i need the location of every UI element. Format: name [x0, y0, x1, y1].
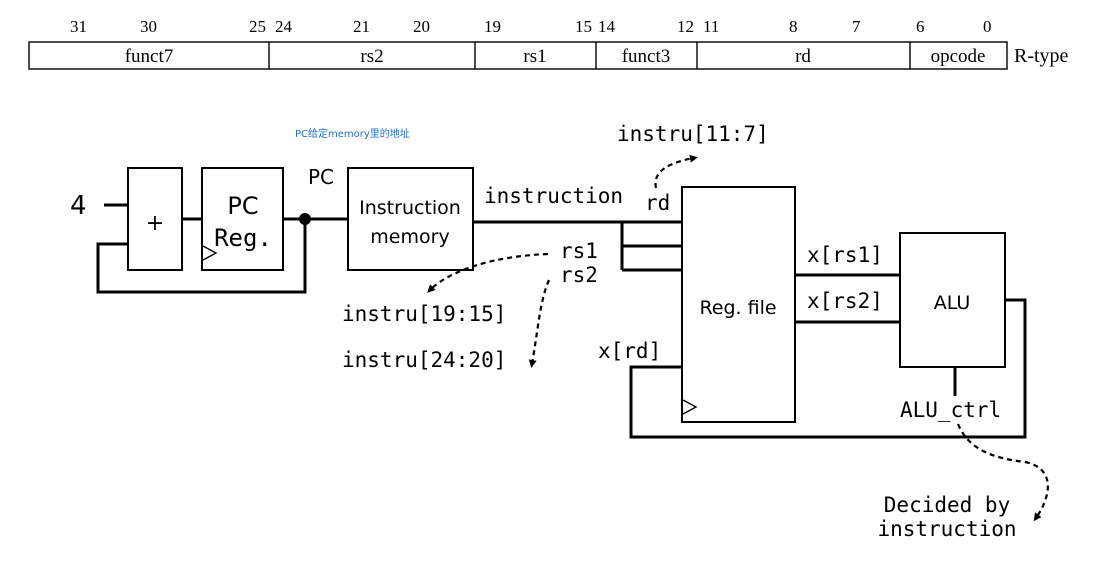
- bit-label: 8: [789, 17, 798, 36]
- rs2-field-label: instru[24:20]: [342, 348, 506, 372]
- alu-label: ALU: [934, 292, 971, 314]
- bit-label: 12: [677, 17, 694, 36]
- alu-ctrl-annotation-arrow: [956, 423, 1049, 522]
- adder-symbol: +: [146, 211, 164, 236]
- xrs1-label: x[rs1]: [807, 243, 883, 267]
- rs1-port-label: rs1: [560, 239, 598, 263]
- pc-register: PC Reg.: [201, 167, 284, 271]
- rs2-port-label: rs2: [560, 263, 598, 287]
- xrd-label: x[rd]: [598, 339, 661, 363]
- rd-port-label: rd: [645, 191, 670, 215]
- field-rs1: rs1: [523, 46, 546, 67]
- pc-reg-label-line1: PC: [227, 192, 258, 220]
- bit-label: 19: [484, 17, 501, 36]
- field-rd: rd: [795, 46, 811, 67]
- bit-label: 25: [249, 17, 266, 36]
- pc-junction-dot: [299, 213, 311, 225]
- pc-reg-label-line2: Reg.: [214, 224, 272, 252]
- wires: [96, 203, 1027, 439]
- bit-label: 15: [575, 17, 592, 36]
- constant-four: 4: [70, 191, 87, 221]
- bit-label: 24: [275, 17, 293, 36]
- field-funct3: funct3: [622, 46, 671, 67]
- reg-file-label: Reg. file: [699, 297, 776, 319]
- alu-block: ALU: [899, 232, 1006, 368]
- clock-triangle-icon: [202, 245, 218, 261]
- bit-label: 21: [353, 17, 370, 36]
- bit-label: 0: [983, 17, 992, 36]
- register-file: Reg. file: [681, 186, 796, 423]
- bit-label: 30: [140, 17, 157, 36]
- format-row: [28, 41, 1008, 70]
- instr-mem-label-line2: memory: [370, 226, 449, 248]
- field-funct7: funct7: [125, 46, 174, 67]
- bit-label: 14: [598, 17, 616, 36]
- field-rs2: rs2: [360, 46, 383, 67]
- annotation-arrows: [427, 154, 1049, 522]
- rs1-field-label: instru[19:15]: [342, 302, 506, 326]
- decided-by-line2: instruction: [877, 517, 1016, 541]
- decided-by-line1: Decided by: [884, 493, 1010, 517]
- pc-address-note: PC给定memory里的地址: [295, 127, 410, 140]
- rs2-annotation-arrow: [528, 279, 551, 368]
- instruction-label: instruction: [484, 184, 623, 208]
- rd-field-label: instru[11:7]: [617, 122, 769, 146]
- instruction-format-table: 31 30 25 24 21 20 19 15 14 12 11 8 7 6 0…: [28, 17, 1069, 70]
- rs1-annotation-arrow: [427, 252, 549, 293]
- rd-annotation-arrow: [654, 154, 698, 189]
- alu-ctrl-label: ALU_ctrl: [900, 398, 1001, 422]
- bit-label: 20: [413, 17, 430, 36]
- bit-label: 7: [852, 17, 861, 36]
- instr-mem-label-line1: Instruction: [359, 197, 461, 219]
- instruction-memory: Instruction memory: [347, 167, 474, 271]
- clock-triangle-icon: [682, 399, 698, 415]
- bit-label: 11: [703, 17, 719, 36]
- bit-label: 6: [916, 17, 925, 36]
- bit-label: 31: [70, 17, 87, 36]
- xrs2-label: x[rs2]: [807, 289, 883, 313]
- r-type-label: R-type: [1014, 45, 1069, 67]
- field-opcode: opcode: [931, 46, 986, 67]
- pc-label: PC: [308, 165, 334, 189]
- adder-block: +: [127, 167, 183, 271]
